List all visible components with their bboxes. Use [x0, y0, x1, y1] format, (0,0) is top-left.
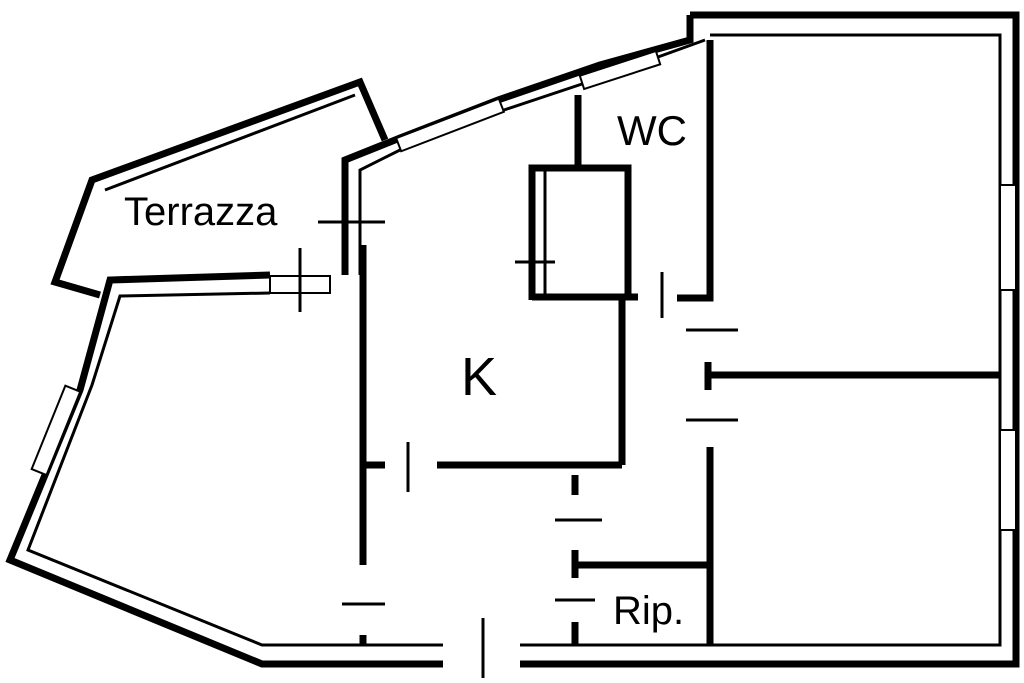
room-label-kitchen: K [461, 347, 498, 407]
interior-walls [359, 40, 1000, 645]
window-right-lower [999, 429, 1017, 531]
window-top-left [394, 97, 506, 153]
terrace-outline [50, 77, 389, 299]
windows [30, 49, 1017, 531]
room-label-wc: WC [617, 107, 687, 154]
window-top-right [578, 49, 662, 91]
room-label-terrazza: Terrazza [124, 190, 278, 234]
outer-walls [5, 11, 1020, 668]
room-label-ripostiglio: Rip. [613, 589, 685, 633]
window-right-upper [999, 184, 1017, 291]
door-marks [298, 220, 738, 678]
window-left [30, 384, 82, 477]
